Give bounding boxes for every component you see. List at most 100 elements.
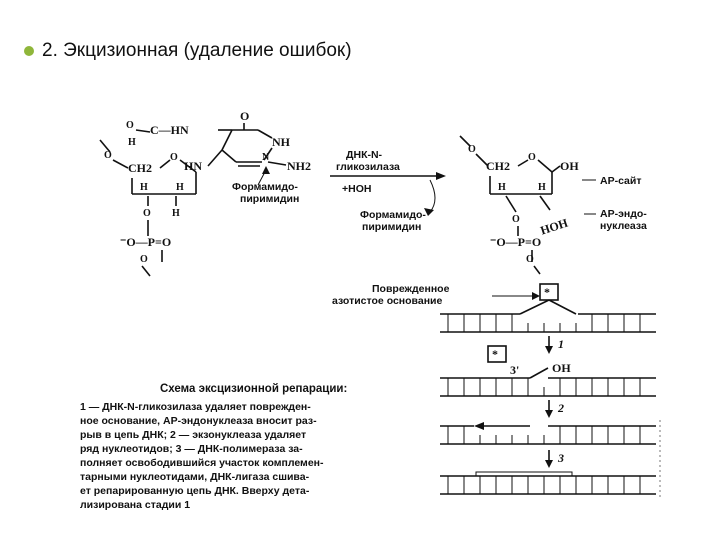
left-o-low: O bbox=[143, 208, 151, 219]
bond bbox=[475, 153, 489, 167]
nick-end bbox=[529, 367, 549, 379]
reagent: +HOH bbox=[342, 183, 371, 195]
three-prime-label: 3' bbox=[510, 363, 519, 377]
bond bbox=[221, 149, 237, 163]
left-o-eq: O bbox=[126, 120, 134, 131]
right-h2: H bbox=[538, 182, 546, 193]
left-h: H bbox=[128, 137, 136, 148]
left-o-top: O bbox=[240, 109, 249, 123]
bond bbox=[263, 147, 273, 161]
left-phosphate: ⁻O—P=O bbox=[120, 235, 171, 249]
right-hoh: HOH bbox=[539, 215, 571, 237]
stage-2-label: 2 bbox=[557, 401, 564, 415]
stage-3-arrowhead bbox=[545, 460, 553, 468]
damaged-star: * bbox=[544, 285, 550, 299]
stage-1-label: 1 bbox=[558, 337, 564, 351]
right-molecule: O CH2 O OH H H O HOH ⁻O—P=O O АР-сайт bbox=[459, 135, 647, 275]
left-molecule: O O C—HN H NH N NH2 HN Формамидо- пирими… bbox=[99, 109, 311, 277]
left-base-label-1: Формамидо- bbox=[232, 181, 298, 193]
caption-line-1: 1 — ДНК-N-гликозилаза удаляет поврежден- bbox=[80, 401, 311, 413]
left-o-ring: O bbox=[170, 152, 178, 163]
damaged-arrowhead bbox=[532, 292, 540, 300]
bond bbox=[179, 159, 197, 173]
bond bbox=[112, 159, 129, 169]
removed-star: * bbox=[492, 347, 498, 361]
removed-base-box bbox=[487, 345, 507, 363]
bond bbox=[159, 159, 171, 169]
release-curve bbox=[429, 179, 436, 213]
bond bbox=[221, 129, 233, 151]
dna-stages: Поврежденное азотистое основание * 1 * 3… bbox=[332, 283, 656, 495]
kink-left bbox=[519, 299, 550, 315]
damaged-label-2: азотистое основание bbox=[332, 295, 443, 307]
left-h1: H bbox=[140, 182, 148, 193]
damaged-label-1: Поврежденное bbox=[372, 283, 450, 295]
right-o-mid: O bbox=[512, 214, 520, 225]
bond bbox=[537, 159, 553, 173]
bond bbox=[551, 165, 561, 173]
caption-line-8: лизирована стадии 1 bbox=[80, 499, 190, 511]
right-o-ring: O bbox=[528, 152, 536, 163]
release-arrowhead bbox=[424, 208, 434, 216]
caption-line-2: ное основание, АР-эндонуклеаза вносит ра… bbox=[80, 415, 317, 427]
left-base-label-2: пиримидин bbox=[240, 193, 299, 205]
right-h1: H bbox=[498, 182, 506, 193]
ap-site-label: АР-сайт bbox=[600, 175, 642, 187]
caption-line-6: тарными нуклеотидами, ДНК-лигаза сшива- bbox=[80, 471, 310, 483]
caption: Схема эксцизионной репарации: 1 — ДНК-N-… bbox=[80, 383, 347, 511]
left-aldehyde: C—HN bbox=[150, 123, 189, 137]
caption-line-5: полняет освободившийся участок комплемен… bbox=[80, 457, 324, 469]
right-ch2: CH2 bbox=[486, 159, 510, 173]
dna-strand-group bbox=[440, 313, 656, 495]
repaired-segment bbox=[475, 471, 573, 477]
right-o-top: O bbox=[468, 144, 476, 155]
caption-line-3: рыв в цепь ДНК; 2 — экзонуклеаза удаляет bbox=[80, 429, 306, 441]
stage-2-arrowhead bbox=[545, 410, 553, 418]
caption-line-7: ет репарированную цепь ДНК. Вверху дета- bbox=[80, 485, 310, 497]
endo-label-2: нуклеаза bbox=[600, 220, 647, 232]
left-h2: H bbox=[176, 182, 184, 193]
stage-1-arrowhead bbox=[545, 346, 553, 354]
enzyme-line-2: гликозилаза bbox=[336, 161, 400, 173]
bond bbox=[533, 265, 541, 275]
bond bbox=[207, 149, 223, 167]
right-o-bottom: O bbox=[526, 254, 534, 265]
bond bbox=[141, 265, 151, 277]
slide-title: 2. Экцизионная (удаление ошибок) bbox=[42, 40, 352, 61]
bond bbox=[257, 129, 273, 139]
right-phosphate: ⁻O—P=O bbox=[490, 235, 541, 249]
bond bbox=[459, 135, 471, 147]
reaction: ДНК-N- гликозилаза +HOH Формамидо- пирим… bbox=[330, 149, 446, 233]
right-oh: OH bbox=[560, 159, 579, 173]
bond bbox=[539, 195, 551, 211]
left-nh2: NH2 bbox=[287, 159, 311, 173]
left-o-left: O bbox=[104, 150, 112, 161]
left-h3: H bbox=[172, 208, 180, 219]
title-row: 2. Экцизионная (удаление ошибок) bbox=[24, 40, 352, 62]
left-hn: HN bbox=[184, 159, 202, 173]
kink-right bbox=[548, 299, 577, 315]
bond bbox=[267, 161, 287, 166]
left-o-bottom: O bbox=[140, 254, 148, 265]
left-n: N bbox=[262, 152, 270, 163]
enzyme-line-1: ДНК-N- bbox=[346, 149, 383, 161]
bond bbox=[505, 195, 517, 213]
endo-label-1: АР-эндо- bbox=[600, 208, 647, 220]
exonuclease-arrowhead bbox=[474, 422, 484, 430]
bond bbox=[517, 159, 529, 167]
caption-title: Схема эксцизионной репарации: bbox=[160, 383, 347, 395]
caption-line-4: ряд нуклеотидов; 3 — ДНК-полимераза за- bbox=[80, 443, 303, 455]
product-line-1: Формамидо- bbox=[360, 209, 426, 221]
left-ch2: CH2 bbox=[128, 161, 152, 175]
oh-label: OH bbox=[552, 361, 571, 375]
bullet-icon bbox=[24, 46, 34, 56]
bond bbox=[135, 129, 151, 133]
reaction-arrowhead bbox=[436, 172, 446, 180]
product-line-2: пиримидин bbox=[362, 221, 421, 233]
left-nh: NH bbox=[272, 135, 291, 149]
bond bbox=[99, 139, 111, 153]
stage-3-label: 3 bbox=[557, 451, 564, 465]
pointer-arrowhead bbox=[262, 166, 270, 174]
